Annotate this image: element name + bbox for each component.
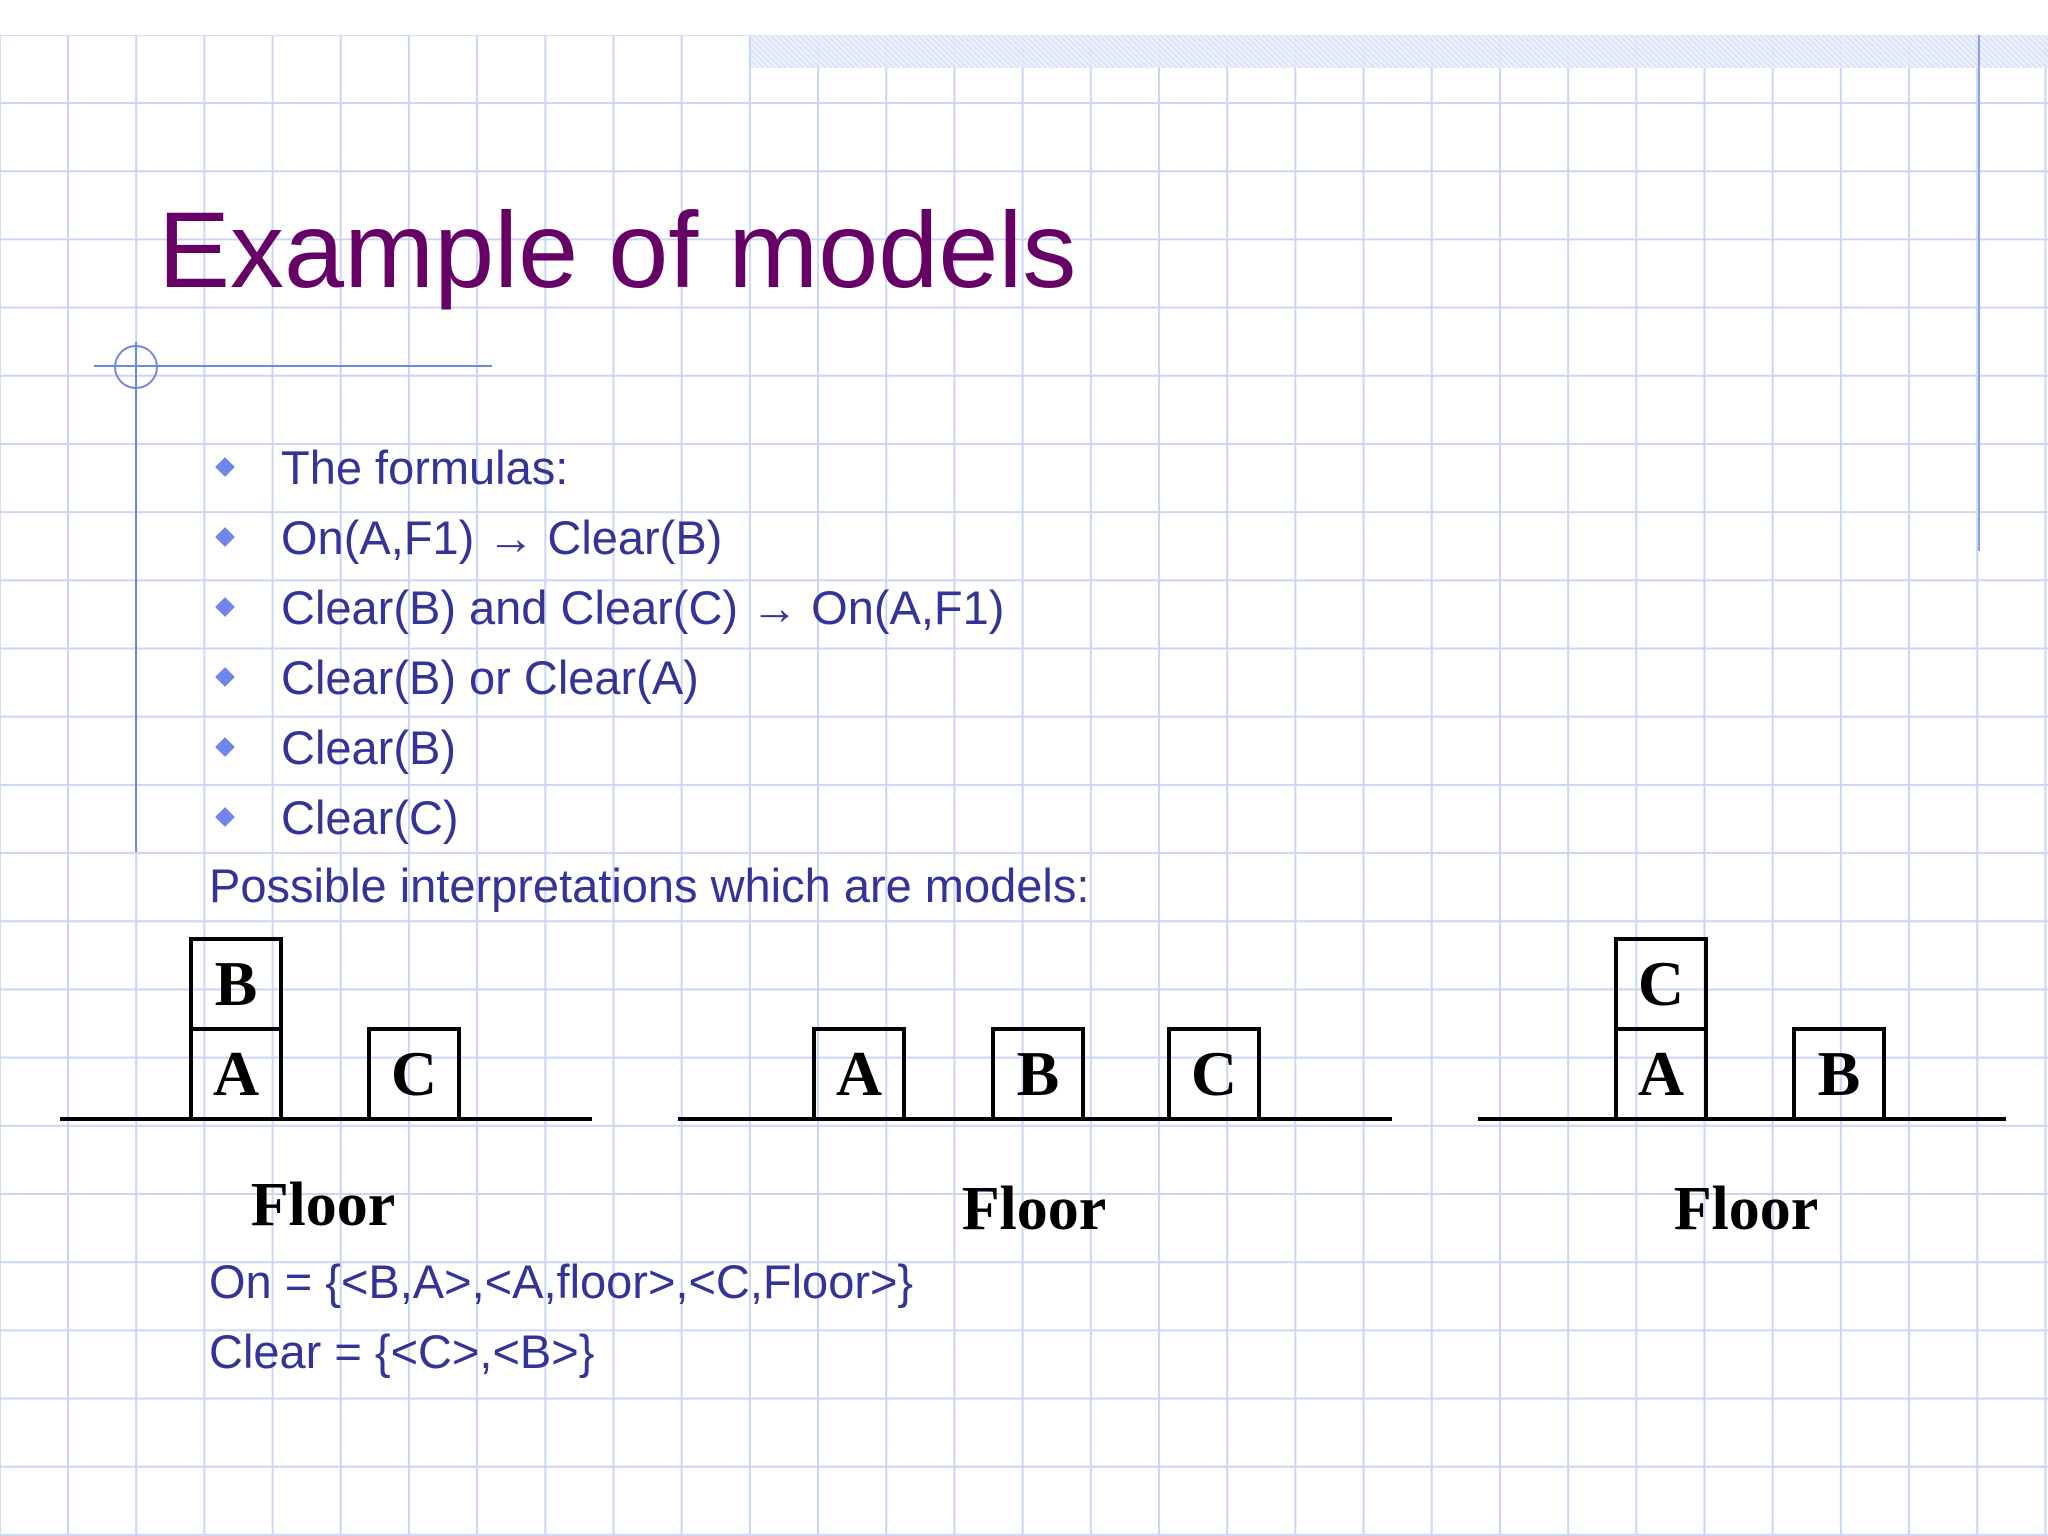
floor-label-2: Floor [961, 1175, 1107, 1243]
slide-title: Example of models [158, 189, 1077, 310]
floor-label-3: Floor [1673, 1175, 1819, 1243]
bullet-item: Clear(B) or Clear(A) [210, 650, 1004, 720]
floor-line-3 [1478, 1117, 2006, 1121]
block-a-1: A [189, 1027, 283, 1121]
block-b-2: B [991, 1027, 1085, 1121]
bullet-text: Clear(C) [281, 791, 459, 844]
decorative-crosshair-vertical [135, 342, 137, 852]
block-b-3: B [1792, 1027, 1886, 1121]
subheading: Possible interpretations which are model… [209, 859, 1090, 912]
block-b-1: B [189, 937, 283, 1031]
diamond-bullet-icon [215, 807, 235, 827]
graph-paper-background [0, 35, 2048, 1536]
block-c-3: C [1614, 937, 1708, 1031]
bullet-text: Clear(B) and Clear(C) → On(A,F1) [281, 581, 1005, 634]
on-relation: On = {<B,A>,<A,floor>,<C,Floor>} [209, 1255, 914, 1308]
bullet-text: The formulas: [281, 441, 569, 494]
bullet-item: Clear(C) [210, 790, 1004, 860]
bullet-item: Clear(B) and Clear(C) → On(A,F1) [210, 580, 1004, 650]
bullet-text: Clear(B) [281, 721, 456, 774]
decorative-pattern-strip [751, 35, 2048, 68]
bullet-text: On(A,F1) → Clear(B) [281, 511, 723, 564]
bullet-item: Clear(B) [210, 720, 1004, 790]
bullet-text: Clear(B) or Clear(A) [281, 651, 699, 704]
decorative-crosshair-circle [114, 345, 158, 389]
decorative-vertical-line [1978, 35, 1980, 551]
bullet-item: On(A,F1) → Clear(B) [210, 510, 1004, 580]
floor-line-1 [60, 1117, 592, 1121]
block-c-2: C [1167, 1027, 1261, 1121]
diamond-bullet-icon [215, 737, 235, 757]
decorative-crosshair-horizontal [94, 365, 492, 367]
floor-label-1: Floor [250, 1171, 396, 1239]
block-a-2: A [812, 1027, 906, 1121]
diamond-bullet-icon [215, 667, 235, 687]
bullet-item: The formulas: [210, 440, 1004, 510]
clear-relation: Clear = {<C>,<B>} [209, 1325, 595, 1378]
diamond-bullet-icon [215, 527, 235, 547]
block-a-3: A [1614, 1027, 1708, 1121]
diamond-bullet-icon [215, 457, 235, 477]
bullet-list: The formulas: On(A,F1) → Clear(B) Clear(… [210, 440, 1004, 860]
block-c-1: C [367, 1027, 461, 1121]
diamond-bullet-icon [215, 597, 235, 617]
